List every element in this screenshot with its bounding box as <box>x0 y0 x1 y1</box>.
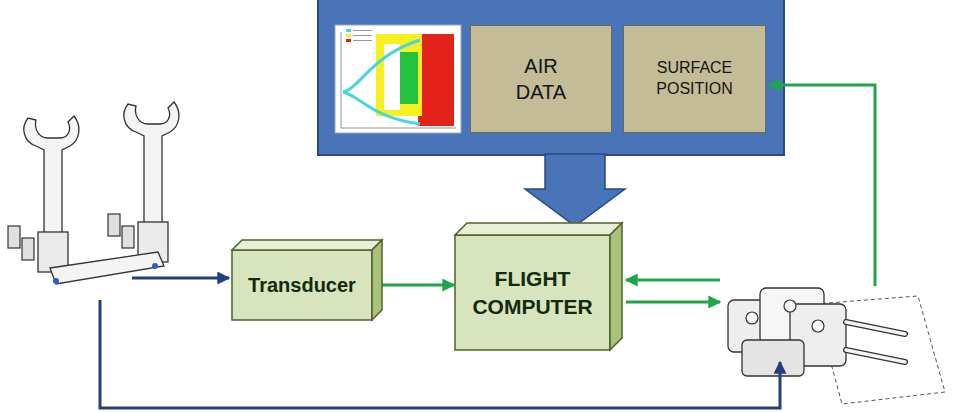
cube-front <box>232 250 372 320</box>
rudder-pedal <box>8 226 20 248</box>
chart-curve <box>343 92 420 124</box>
actuator-rod <box>846 322 905 334</box>
chart-key-line <box>353 35 372 36</box>
node-label: SURFACE POSITION <box>640 58 750 100</box>
rudder-pedal <box>22 238 34 260</box>
actuator-port <box>746 312 758 324</box>
actuator-rod <box>846 322 905 334</box>
actuator-body <box>742 340 804 376</box>
rudder-pedal <box>122 226 134 248</box>
signal-arrow <box>372 284 454 287</box>
rudder-pedal <box>108 214 120 236</box>
mechanical-backup-arrow <box>100 300 780 408</box>
chart-axis <box>341 32 342 128</box>
actuator-rod <box>846 350 905 362</box>
computer-box: FLIGHT COMPUTER <box>455 223 622 350</box>
data-flow-arrow <box>525 154 625 226</box>
feedback-arrow <box>626 279 720 282</box>
chart-key <box>346 39 351 42</box>
position-feedback-arrow <box>769 85 875 286</box>
node-label: FLIGHT COMPUTER <box>468 265 598 320</box>
chart-red-zone <box>418 34 454 126</box>
cube-top <box>232 240 382 250</box>
control-yoke <box>24 116 79 238</box>
actuator-port <box>812 320 824 332</box>
node-label: AIR DATA <box>505 53 577 105</box>
chart-axis <box>341 128 456 129</box>
data-box: AIR DATA <box>470 25 612 133</box>
chart-key <box>346 34 351 37</box>
cube-front <box>455 235 610 350</box>
mechanical-link-arrow <box>132 277 229 280</box>
chart-green-zone <box>400 52 418 104</box>
control-yoke <box>124 102 179 228</box>
cube-side <box>610 223 622 350</box>
cube-top <box>455 223 622 235</box>
command-arrow <box>626 301 720 304</box>
actuator-rod <box>846 350 905 362</box>
chart-key-line <box>353 30 372 31</box>
pivot-point <box>152 263 158 269</box>
chart-yellow-zone <box>376 34 422 116</box>
chart-key-line <box>353 40 372 41</box>
chart-curve <box>343 40 420 92</box>
chart-key <box>346 29 351 32</box>
cube-side <box>372 240 382 320</box>
data-box: SURFACE POSITION <box>623 25 766 133</box>
pivot-point <box>53 278 59 284</box>
node-label: Transducer <box>248 272 356 298</box>
data-panel <box>318 0 784 155</box>
actuator-port <box>784 300 796 312</box>
process-box: Transducer <box>232 240 382 320</box>
envelope-chart <box>335 25 461 133</box>
